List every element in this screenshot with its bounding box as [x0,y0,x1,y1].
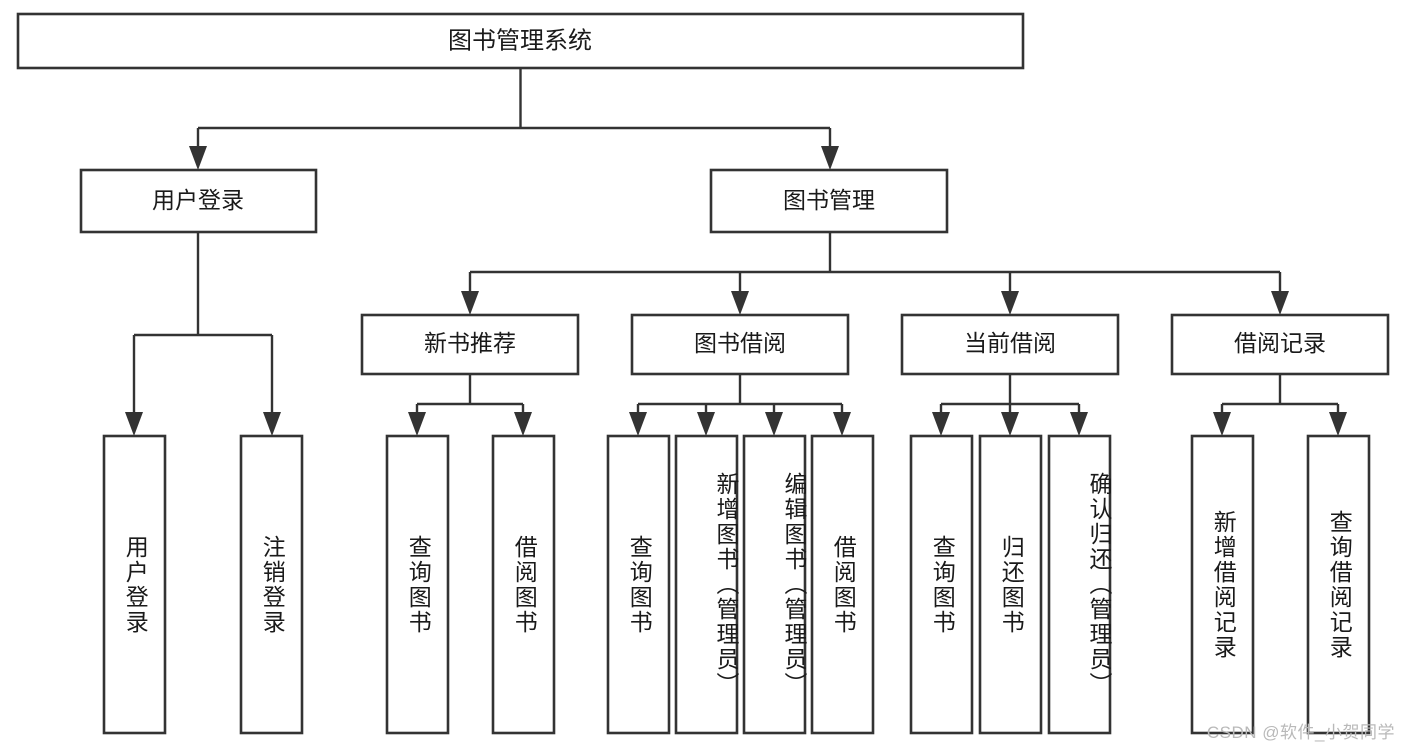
connector-group-user-login [125,232,281,436]
node-leaf-add-record-box[interactable] [1190,434,1255,735]
arrow-head-leaf-user-login [125,412,143,436]
node-user-login-box[interactable] [79,168,318,234]
node-book-manage-label: 图书管理 [783,187,875,213]
arrow-head-user-login [189,146,207,170]
node-root-label: 图书管理系统 [448,27,592,54]
arrow-head-book-borrow [731,291,749,315]
node-leaf-edit-book-box[interactable] [742,434,807,735]
arrow-head-new-book-rec [461,291,479,315]
connector-group-new-book-rec [408,374,532,436]
node-root[interactable]: 图书管理系统 [16,12,1025,70]
node-book-manage[interactable]: 图书管理 [709,168,949,234]
node-leaf-user-logout-box[interactable] [239,434,304,735]
node-new-book-rec-box[interactable] [360,313,580,376]
arrow-head-leaf-query-book-2 [629,412,647,436]
node-leaf-query-book-1-box[interactable] [385,434,450,735]
node-book-borrow-box[interactable] [630,313,850,376]
node-new-book-rec[interactable]: 新书推荐 [360,313,580,376]
node-leaf-query-record-box[interactable] [1306,434,1371,735]
node-current-borrow[interactable]: 当前借阅 [900,313,1120,376]
node-leaf-borrow-book-2-box[interactable] [810,434,875,735]
leaf-boxes [102,434,1371,735]
connector-group-book-manage [461,232,1289,315]
node-leaf-return-book-box[interactable] [978,434,1043,735]
node-book-manage-box[interactable] [709,168,949,234]
node-leaf-borrow-book-1-box[interactable] [491,434,556,735]
connector-group-root [189,68,839,170]
node-new-book-rec-label: 新书推荐 [424,330,516,356]
arrow-head-borrow-record [1271,291,1289,315]
arrow-head-leaf-edit-book [765,412,783,436]
node-borrow-record-label: 借阅记录 [1234,330,1326,356]
arrow-head-current-borrow [1001,291,1019,315]
node-current-borrow-label: 当前借阅 [964,330,1056,356]
arrow-head-leaf-query-book-1 [408,412,426,436]
arrow-head-leaf-user-logout [263,412,281,436]
node-root-box[interactable] [16,12,1025,70]
node-current-borrow-box[interactable] [900,313,1120,376]
csdn-watermark: CSDN @软件_小贺同学 [1206,723,1395,742]
node-leaf-query-book-3-box[interactable] [909,434,974,735]
node-book-borrow[interactable]: 图书借阅 [630,313,850,376]
connector-group-borrow-record [1213,374,1347,436]
node-leaf-query-book-2-box[interactable] [606,434,671,735]
arrow-head-leaf-confirm-return [1070,412,1088,436]
node-leaf-user-login-box[interactable] [102,434,167,735]
node-user-login-label: 用户登录 [152,187,244,213]
node-user-login[interactable]: 用户登录 [79,168,318,234]
arrow-head-leaf-query-record [1329,412,1347,436]
arrow-head-leaf-add-book [697,412,715,436]
arrow-head-leaf-add-record [1213,412,1231,436]
arrow-head-leaf-borrow-book-2 [833,412,851,436]
arrow-head-leaf-borrow-book-1 [514,412,532,436]
node-book-borrow-label: 图书借阅 [694,330,786,356]
node-leaf-confirm-return-box[interactable] [1047,434,1112,735]
node-leaf-add-book-box[interactable] [674,434,739,735]
arrow-head-leaf-query-book-3 [932,412,950,436]
node-borrow-record-box[interactable] [1170,313,1390,376]
arrow-head-book-manage [821,146,839,170]
arrow-head-leaf-return-book [1001,412,1019,436]
connector-group-current-borrow [932,374,1088,436]
connector-group-book-borrow [629,374,851,436]
node-borrow-record[interactable]: 借阅记录 [1170,313,1390,376]
